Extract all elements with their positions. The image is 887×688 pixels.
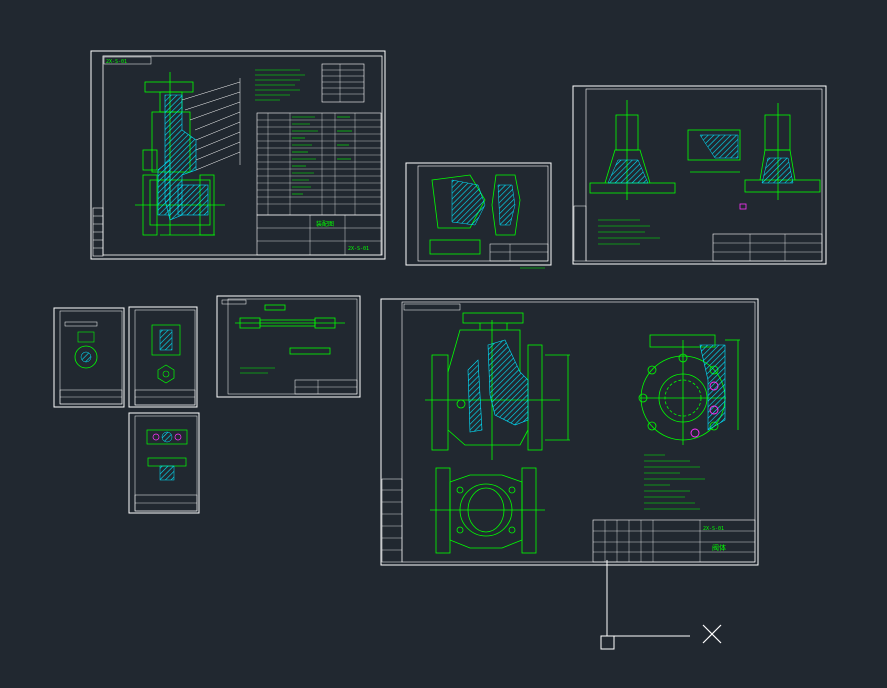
sheet-7[interactable] bbox=[216, 295, 361, 398]
sheet-6[interactable] bbox=[128, 412, 200, 514]
svg-text:2X-S-01: 2X-S-01 bbox=[106, 59, 127, 65]
sheet-3[interactable] bbox=[572, 85, 827, 265]
sheet-9-code: 2X-S-01 bbox=[703, 526, 724, 532]
sheet-4[interactable] bbox=[53, 307, 125, 408]
sheet-1[interactable]: 2X-S-01 bbox=[90, 50, 386, 260]
sheet-1-code: 2X-S-01 bbox=[348, 246, 369, 252]
sheet-9[interactable]: 阀体 2X-S-01 bbox=[380, 298, 759, 566]
sheet-9-title: 阀体 bbox=[712, 543, 726, 552]
crosshair-cursor bbox=[702, 624, 722, 644]
sheet-2[interactable] bbox=[405, 162, 552, 269]
ucs-icon bbox=[600, 560, 690, 650]
sheet-5[interactable] bbox=[128, 306, 198, 408]
sheet-1-title: 装配图 bbox=[316, 220, 334, 228]
